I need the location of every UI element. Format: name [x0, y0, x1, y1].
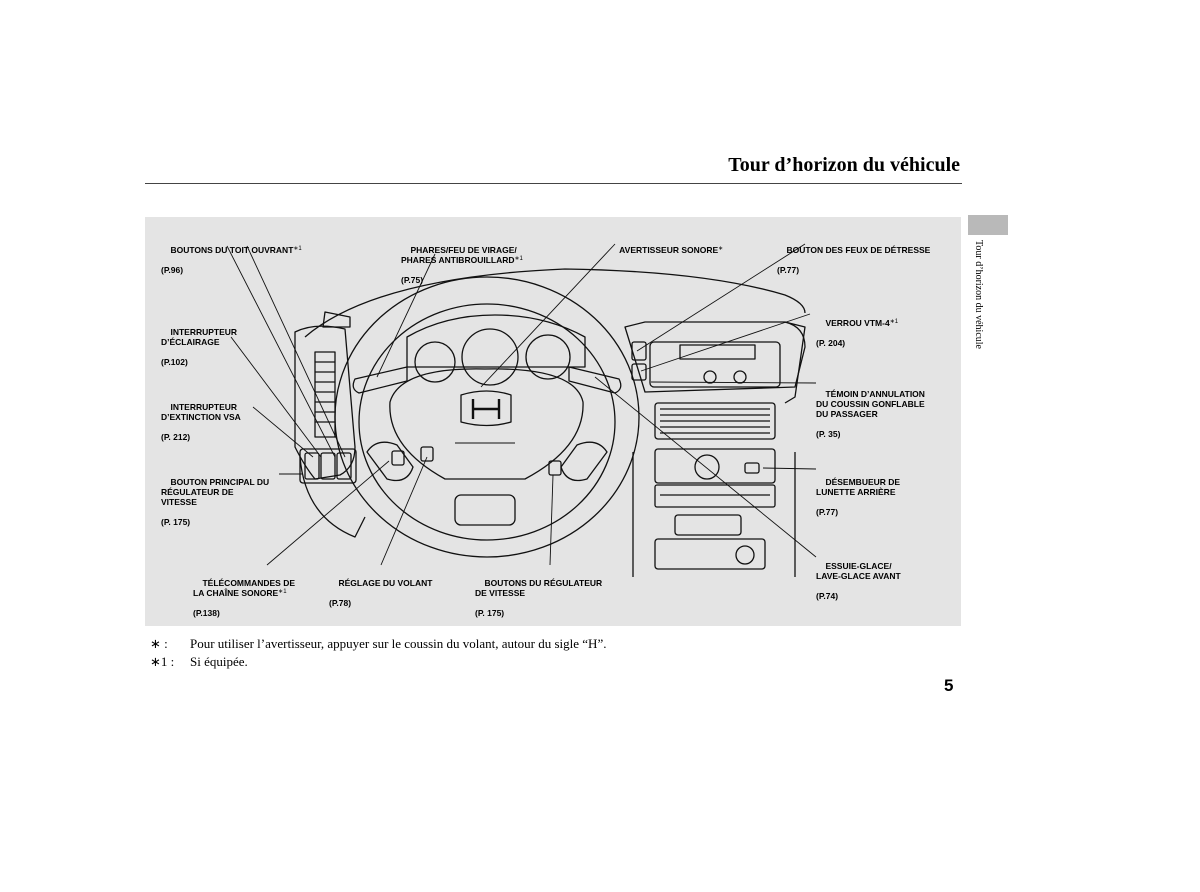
callout-vtm4-lock: VERROU VTM-4∗1 (P. 204) [816, 318, 899, 348]
left-dash-wing [294, 325, 356, 480]
hazard-button [631, 341, 647, 361]
radio-unit [649, 341, 781, 388]
callout-cruise-main-button: BOUTON PRINCIPAL DU RÉGULATEUR DE VITESS… [161, 477, 270, 527]
page-title: Tour d’horizon du véhicule [728, 154, 960, 176]
dashboard-diagram: BOUTONS DU TOIT OUVRANT∗1 (P.96) PHARES/… [145, 217, 961, 626]
callout-audio-remote: TÉLÉCOMMANDES DE LA CHAÎNE SONORE∗1 (P.1… [193, 578, 296, 618]
footnote-optional: ∗1 : Si équipée. [150, 654, 248, 669]
callout-rear-defroster: DÉSEMBUEUR DE LUNETTE ARRIÈRE (P.77) [816, 477, 901, 517]
section-tab [968, 215, 1008, 235]
climate-panel [654, 448, 776, 484]
callout-steering-tilt: RÉGLAGE DU VOLANT (P.78) [329, 578, 433, 608]
knee-panel [299, 456, 366, 538]
gauge-cluster-hood [406, 314, 586, 368]
callout-vsa-off-switch: INTERRUPTEUR D’EXTINCTION VSA (P. 212) [161, 402, 241, 442]
center-stack-top [624, 321, 806, 393]
right-spoke-buttons [560, 441, 608, 482]
left-vent-top [322, 311, 351, 328]
leader-lines [226, 243, 817, 566]
radio-display [679, 344, 756, 360]
left-spoke-buttons [366, 441, 414, 482]
cd-slot-panel [654, 484, 776, 508]
callout-horn: AVERTISSEUR SONORE∗ [619, 245, 724, 255]
center-vents [654, 402, 776, 440]
page-number: 5 [944, 676, 954, 695]
title-rule [145, 183, 962, 184]
right-dash-edge [784, 321, 806, 404]
lower-storage [654, 538, 766, 570]
column-cover [454, 494, 516, 526]
gauge-right [525, 334, 571, 380]
switch-2 [320, 452, 336, 480]
switch-1 [304, 452, 320, 480]
callout-sunroof-buttons: BOUTONS DU TOIT OUVRANT∗1 (P.96) [161, 245, 302, 275]
steering-wheel-inner [358, 303, 616, 541]
left-vent [314, 351, 336, 438]
callout-cruise-buttons: BOUTONS DU RÉGULATEUR DE VITESSE (P. 175… [475, 578, 603, 618]
wiper-stalk [568, 366, 622, 394]
dashboard-top-edge [304, 268, 806, 338]
footnotes: ∗ : Pour utiliser l’avertisseur, appuyer… [150, 636, 606, 672]
headlight-stalk [352, 366, 408, 394]
section-tab-label: Tour d’horizon du véhicule [973, 240, 984, 349]
gauge-center [461, 328, 519, 386]
switch-3 [336, 452, 352, 480]
gauge-left [414, 341, 456, 383]
vtm-button [631, 363, 647, 381]
dashboard-illustration [226, 243, 817, 577]
defrost-button [744, 462, 760, 474]
h-logo-frame [460, 390, 512, 427]
tilt-lever [420, 446, 434, 462]
callout-headlights: PHARES/FEU DE VIRAGE/ PHARES ANTIBROUILL… [401, 245, 523, 285]
lower-display [674, 514, 742, 536]
steering-wheel-rim [334, 276, 640, 558]
callout-hazard-button: BOUTON DES FEUX DE DÉTRESSE (P.77) [777, 245, 931, 275]
callout-wipers: ESSUIE-GLACE/ LAVE-GLACE AVANT (P.74) [816, 561, 901, 601]
callout-lighting-switch: INTERRUPTEUR D’ÉCLAIRAGE (P.102) [161, 327, 238, 367]
footnote-horn: ∗ : Pour utiliser l’avertisseur, appuyer… [150, 636, 607, 651]
steering-hub [389, 368, 584, 480]
callout-passenger-airbag-off: TÉMOIN D’ANNULATION DU COUSSIN GONFLABLE… [816, 389, 925, 439]
